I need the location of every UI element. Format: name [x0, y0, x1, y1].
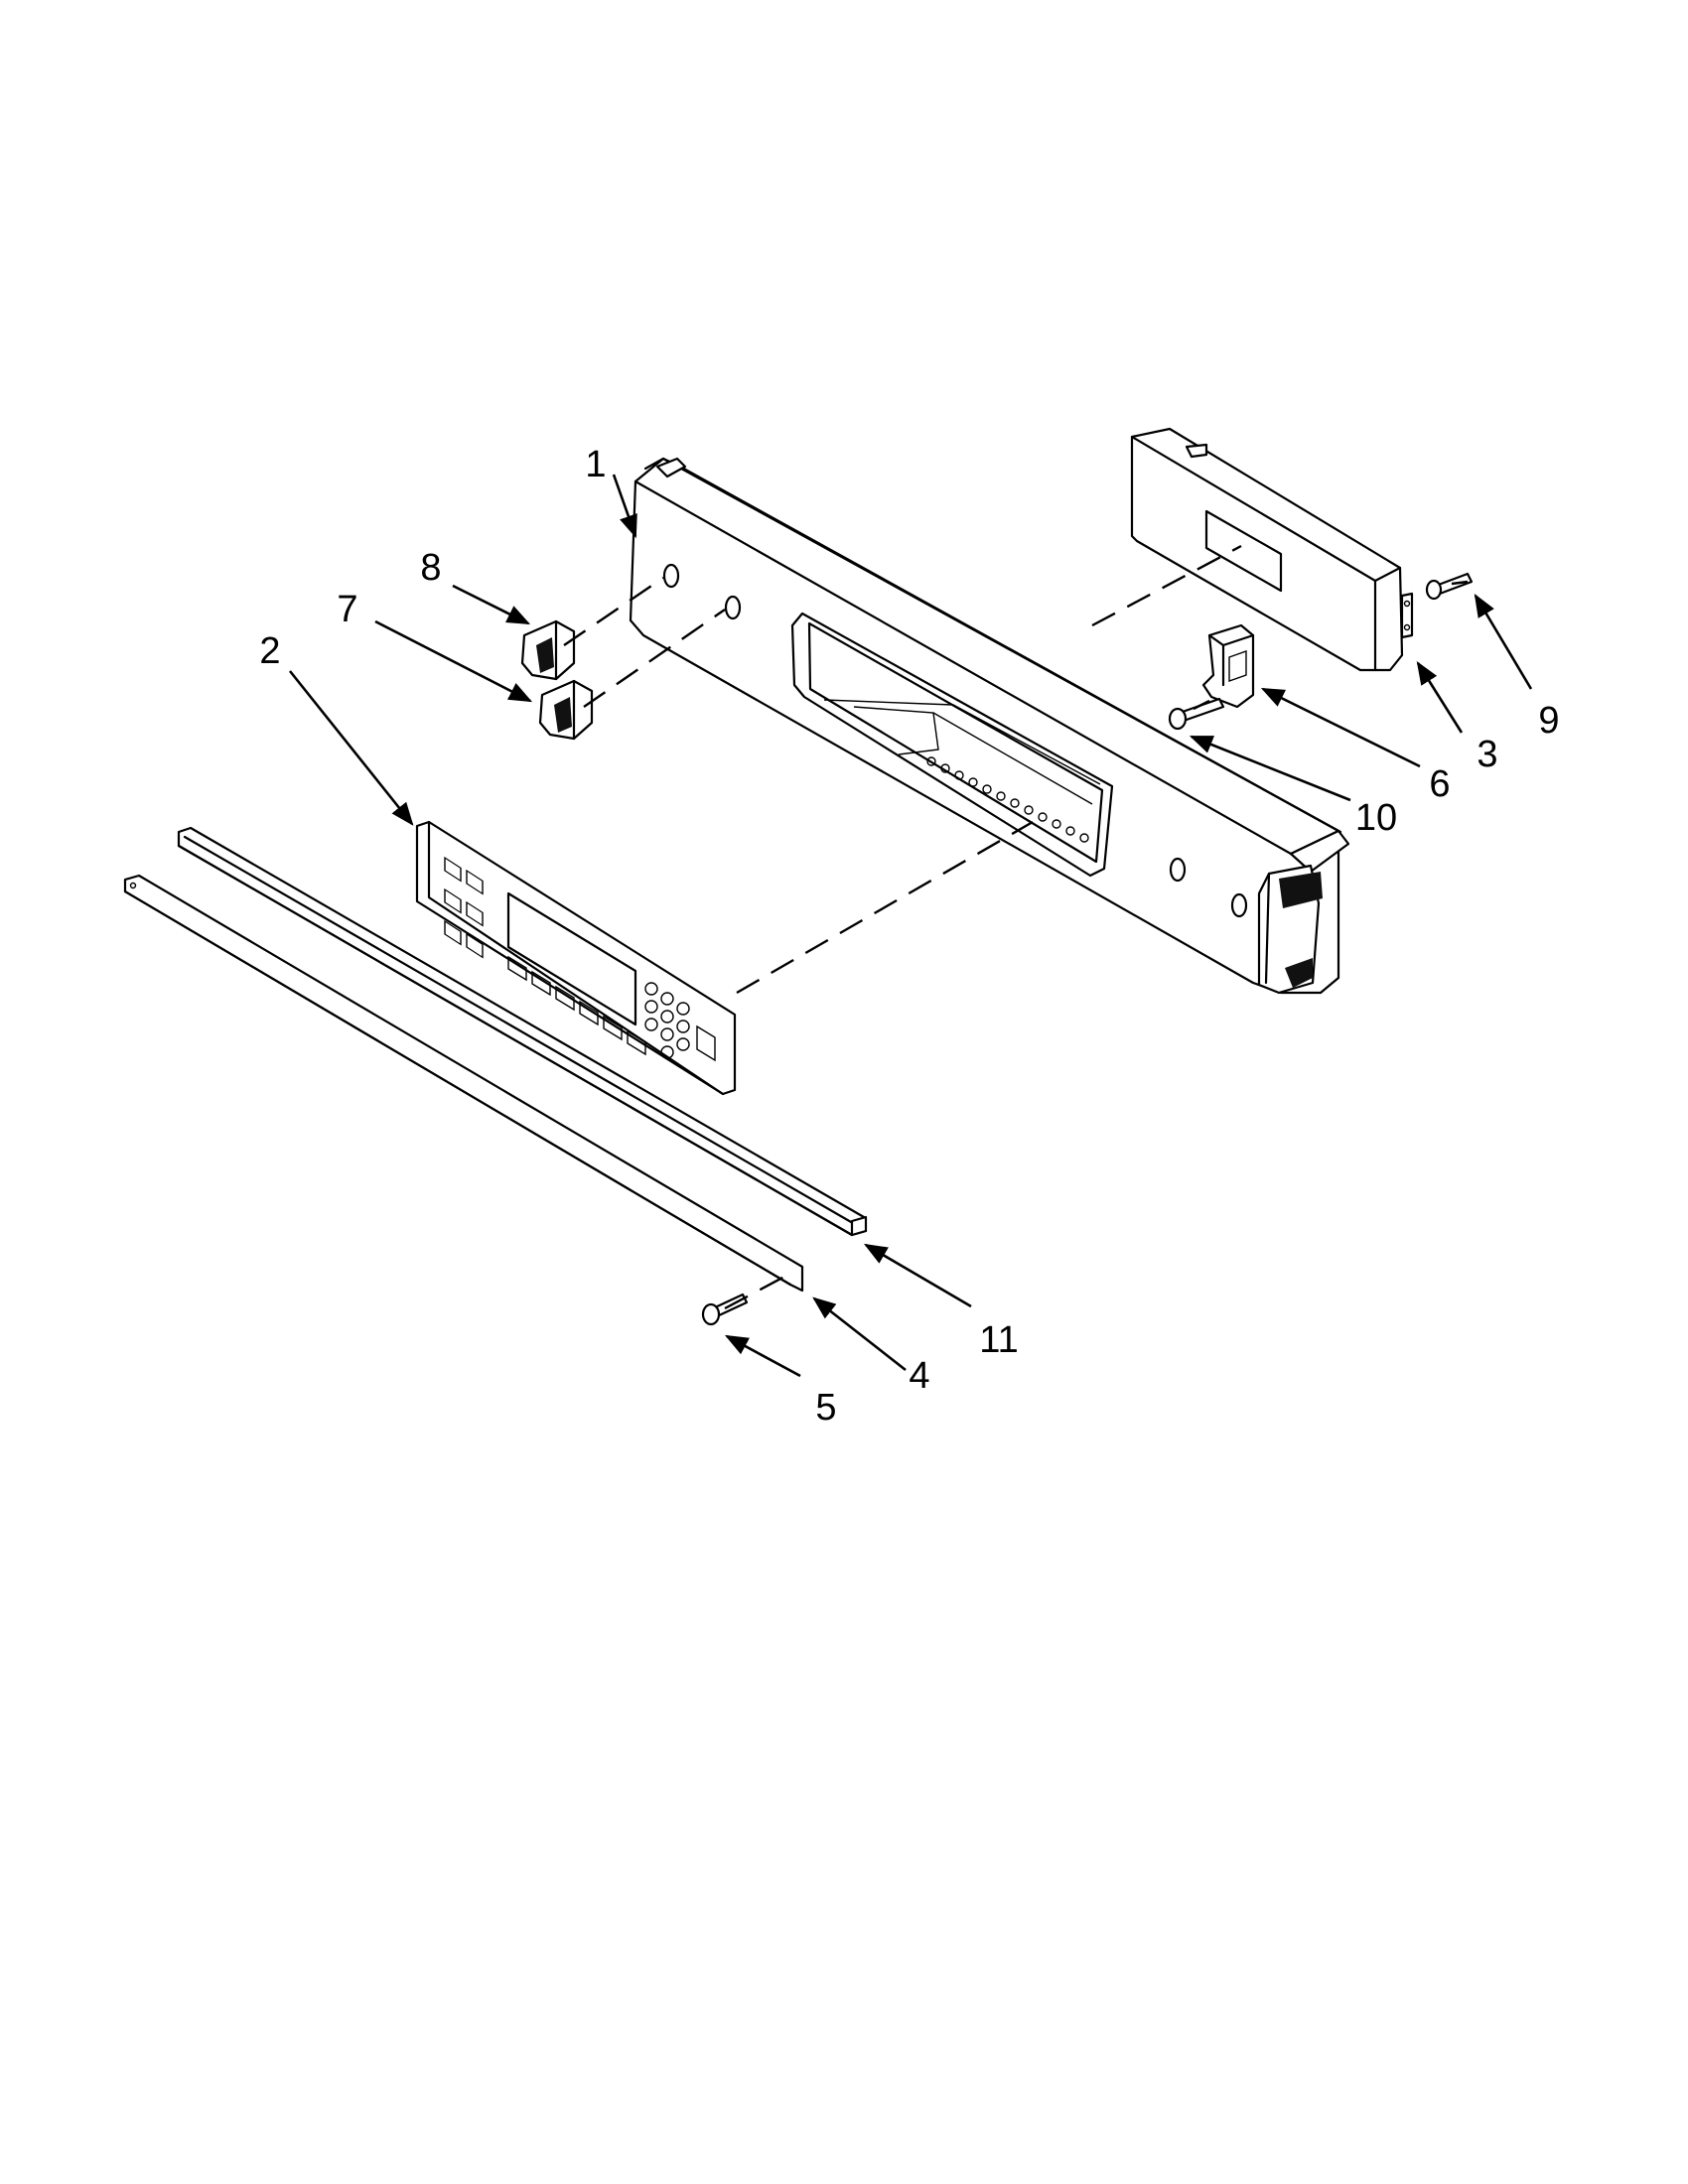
lower-trim-part-4 — [123, 874, 804, 1293]
callout-5: 5 — [815, 1387, 836, 1429]
callout-6: 6 — [1429, 763, 1450, 805]
callout-7: 7 — [337, 589, 357, 630]
callout-1: 1 — [585, 444, 606, 485]
callout-9: 9 — [1538, 700, 1559, 742]
screw-part-9 — [1425, 572, 1474, 601]
callout-10: 10 — [1355, 797, 1397, 839]
trim-strip-part-11 — [177, 826, 868, 1237]
callout-8: 8 — [420, 547, 441, 589]
leader-arrows — [288, 474, 1533, 1378]
bracket-part-6 — [1201, 623, 1255, 709]
keypad-overlay-part-2 — [415, 820, 737, 1096]
callout-labels: 1 2 3 4 5 6 7 8 9 10 11 — [259, 444, 1559, 1429]
control-panel-part-1 — [629, 457, 1350, 995]
knob-part-7 — [538, 679, 594, 741]
screw-part-10 — [1168, 697, 1225, 731]
callout-11: 11 — [979, 1319, 1018, 1361]
knob-part-8 — [520, 619, 576, 681]
assembly-lines — [563, 544, 1469, 1310]
callout-3: 3 — [1477, 734, 1497, 775]
callout-2: 2 — [259, 630, 280, 672]
callout-4: 4 — [909, 1355, 929, 1397]
control-board-part-3 — [1130, 427, 1414, 672]
